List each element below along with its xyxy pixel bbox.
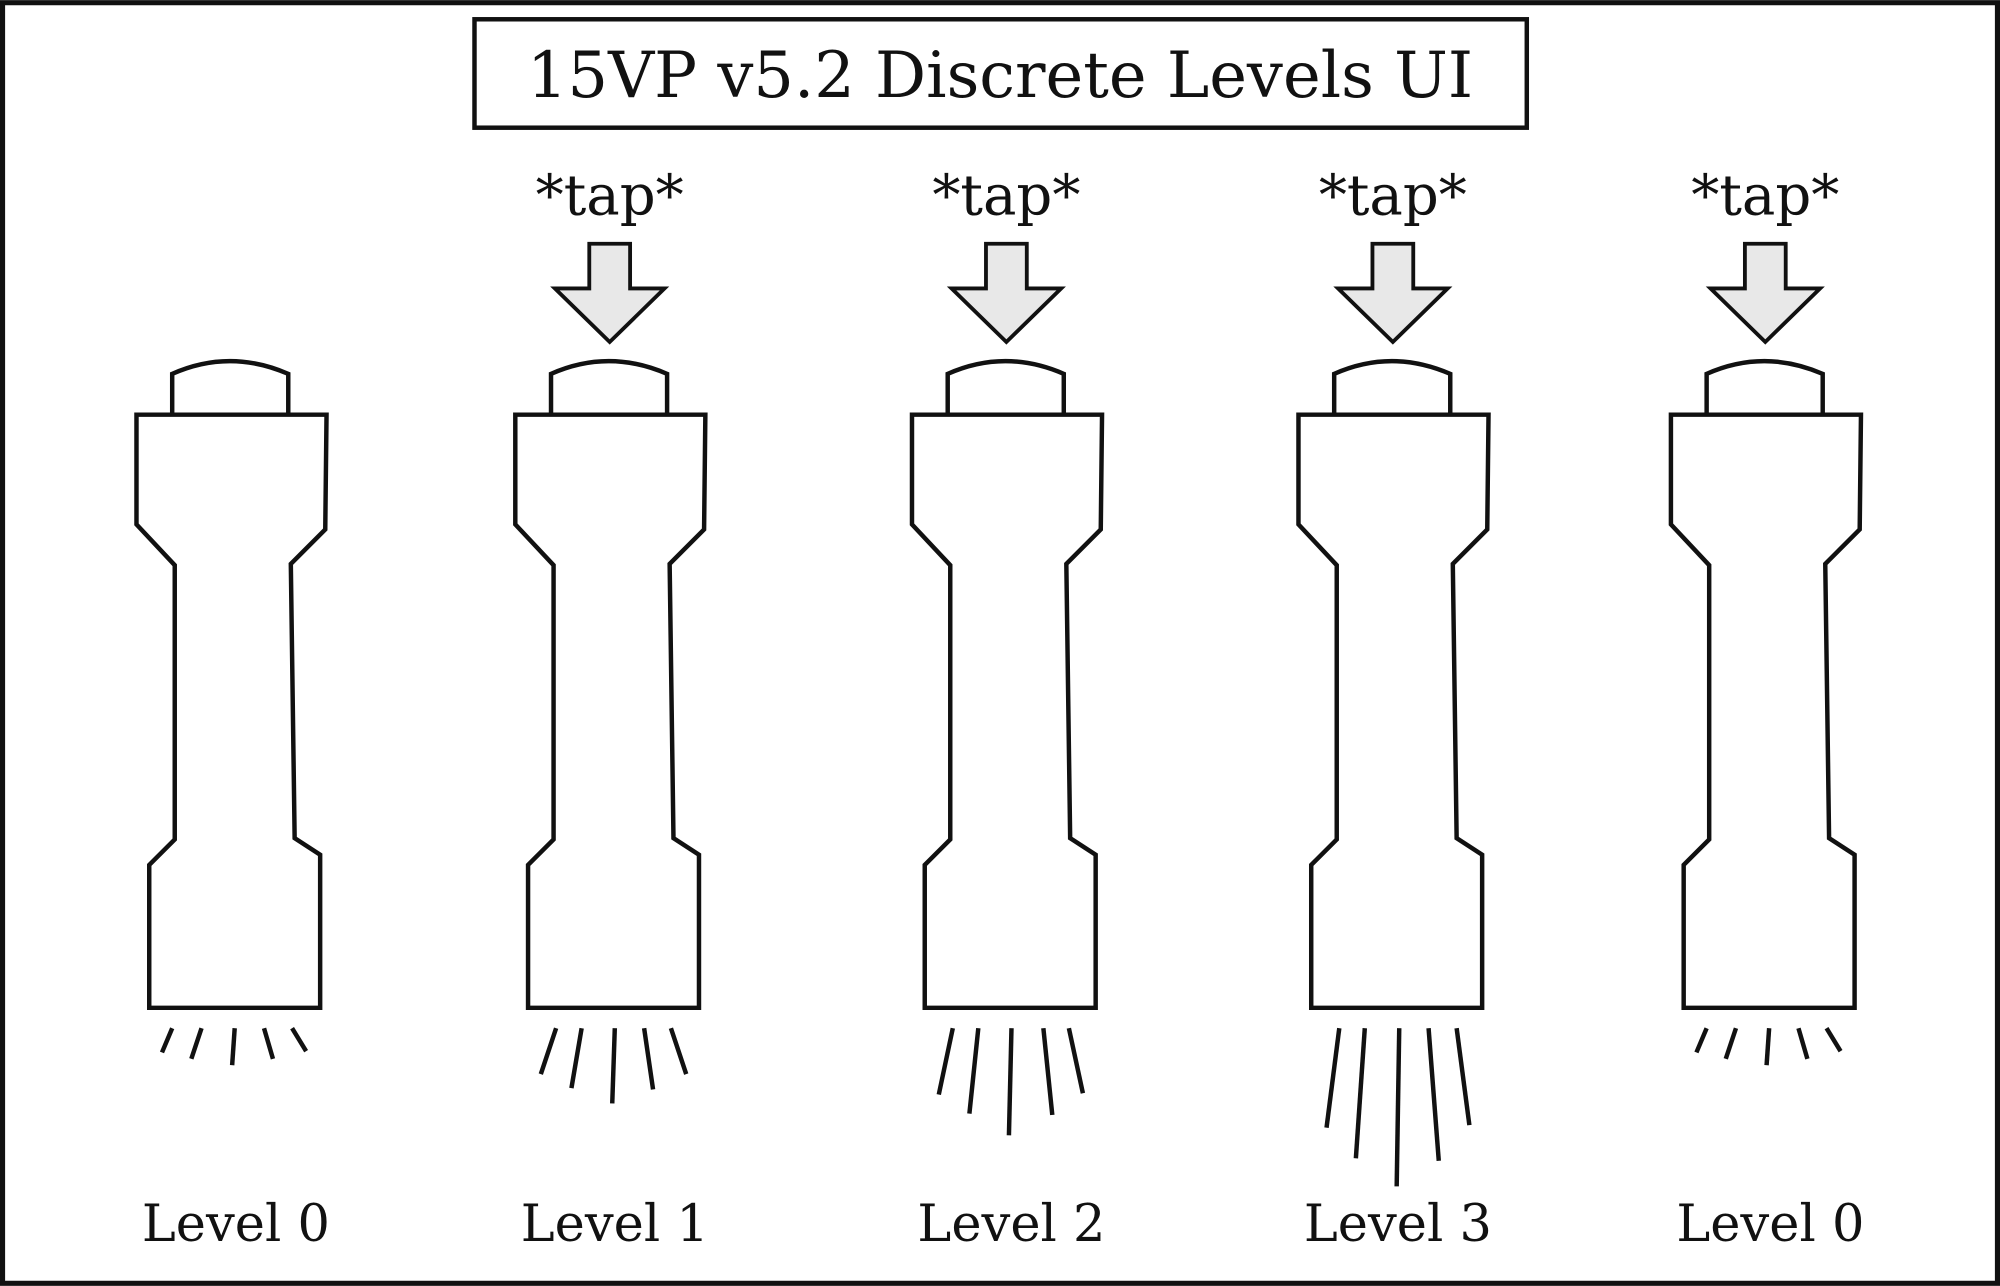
light-ray <box>967 1027 981 1114</box>
flashlight-body-icon <box>909 412 1105 1011</box>
light-ray <box>290 1027 309 1053</box>
level-label: Level 0 <box>1676 1195 1864 1254</box>
level-label: Level 1 <box>521 1195 709 1254</box>
light-ray <box>668 1027 689 1075</box>
stage-0: Level 0 <box>134 358 330 1254</box>
light-ray <box>1353 1028 1368 1159</box>
down-arrow-icon <box>1333 241 1453 345</box>
light-ray <box>159 1027 175 1054</box>
flashlight-button-icon <box>945 358 1067 415</box>
down-arrow-icon <box>1705 241 1825 345</box>
flashlight-button-icon <box>1331 358 1453 415</box>
title-box <box>472 17 1530 130</box>
title: 15VP v5.2 Discrete Levels UI <box>527 39 1473 113</box>
light-ray <box>1764 1028 1772 1066</box>
light-ray <box>261 1027 276 1060</box>
light-ray <box>569 1027 584 1089</box>
light-ray <box>229 1028 237 1066</box>
light-ray <box>1041 1027 1055 1116</box>
tap-label: *tap* <box>1691 163 1839 228</box>
light-ray <box>641 1027 656 1090</box>
tap-label: *tap* <box>932 163 1080 228</box>
flashlight-body-icon <box>1668 412 1864 1011</box>
light-ray <box>1723 1027 1739 1060</box>
flashlight-body-icon <box>134 412 329 1011</box>
light-ray <box>936 1027 955 1095</box>
light-ray <box>538 1027 559 1075</box>
stage-1: *tap* Level 1 <box>513 163 709 1254</box>
flashlight-button-icon <box>548 358 670 415</box>
flashlight-button-icon <box>169 358 291 415</box>
tap-label: *tap* <box>1319 163 1467 228</box>
down-arrow-icon <box>550 241 670 345</box>
tap-label: *tap* <box>536 163 684 228</box>
stage-4: *tap* Level 0 <box>1668 163 1864 1254</box>
light-ray <box>189 1027 204 1060</box>
light-ray <box>1694 1027 1709 1054</box>
stage-2: *tap* Level 2 <box>909 163 1106 1254</box>
light-ray <box>1006 1028 1014 1136</box>
light-ray <box>1066 1027 1086 1094</box>
light-ray <box>610 1028 618 1104</box>
light-ray <box>1796 1027 1810 1060</box>
light-ray <box>1824 1027 1843 1053</box>
level-label: Level 2 <box>917 1195 1105 1254</box>
level-label: Level 0 <box>142 1195 330 1254</box>
light-ray <box>1324 1027 1342 1128</box>
level-label: Level 3 <box>1304 1195 1492 1254</box>
light-ray <box>1394 1028 1402 1187</box>
flashlight-body-icon <box>513 412 708 1011</box>
light-ray <box>1426 1028 1442 1162</box>
light-ray <box>1454 1027 1472 1126</box>
down-arrow-icon <box>946 241 1066 345</box>
stage-3: *tap* Level 3 <box>1296 163 1492 1254</box>
flashlight-button-icon <box>1704 358 1825 415</box>
flashlight-body-icon <box>1296 412 1491 1011</box>
